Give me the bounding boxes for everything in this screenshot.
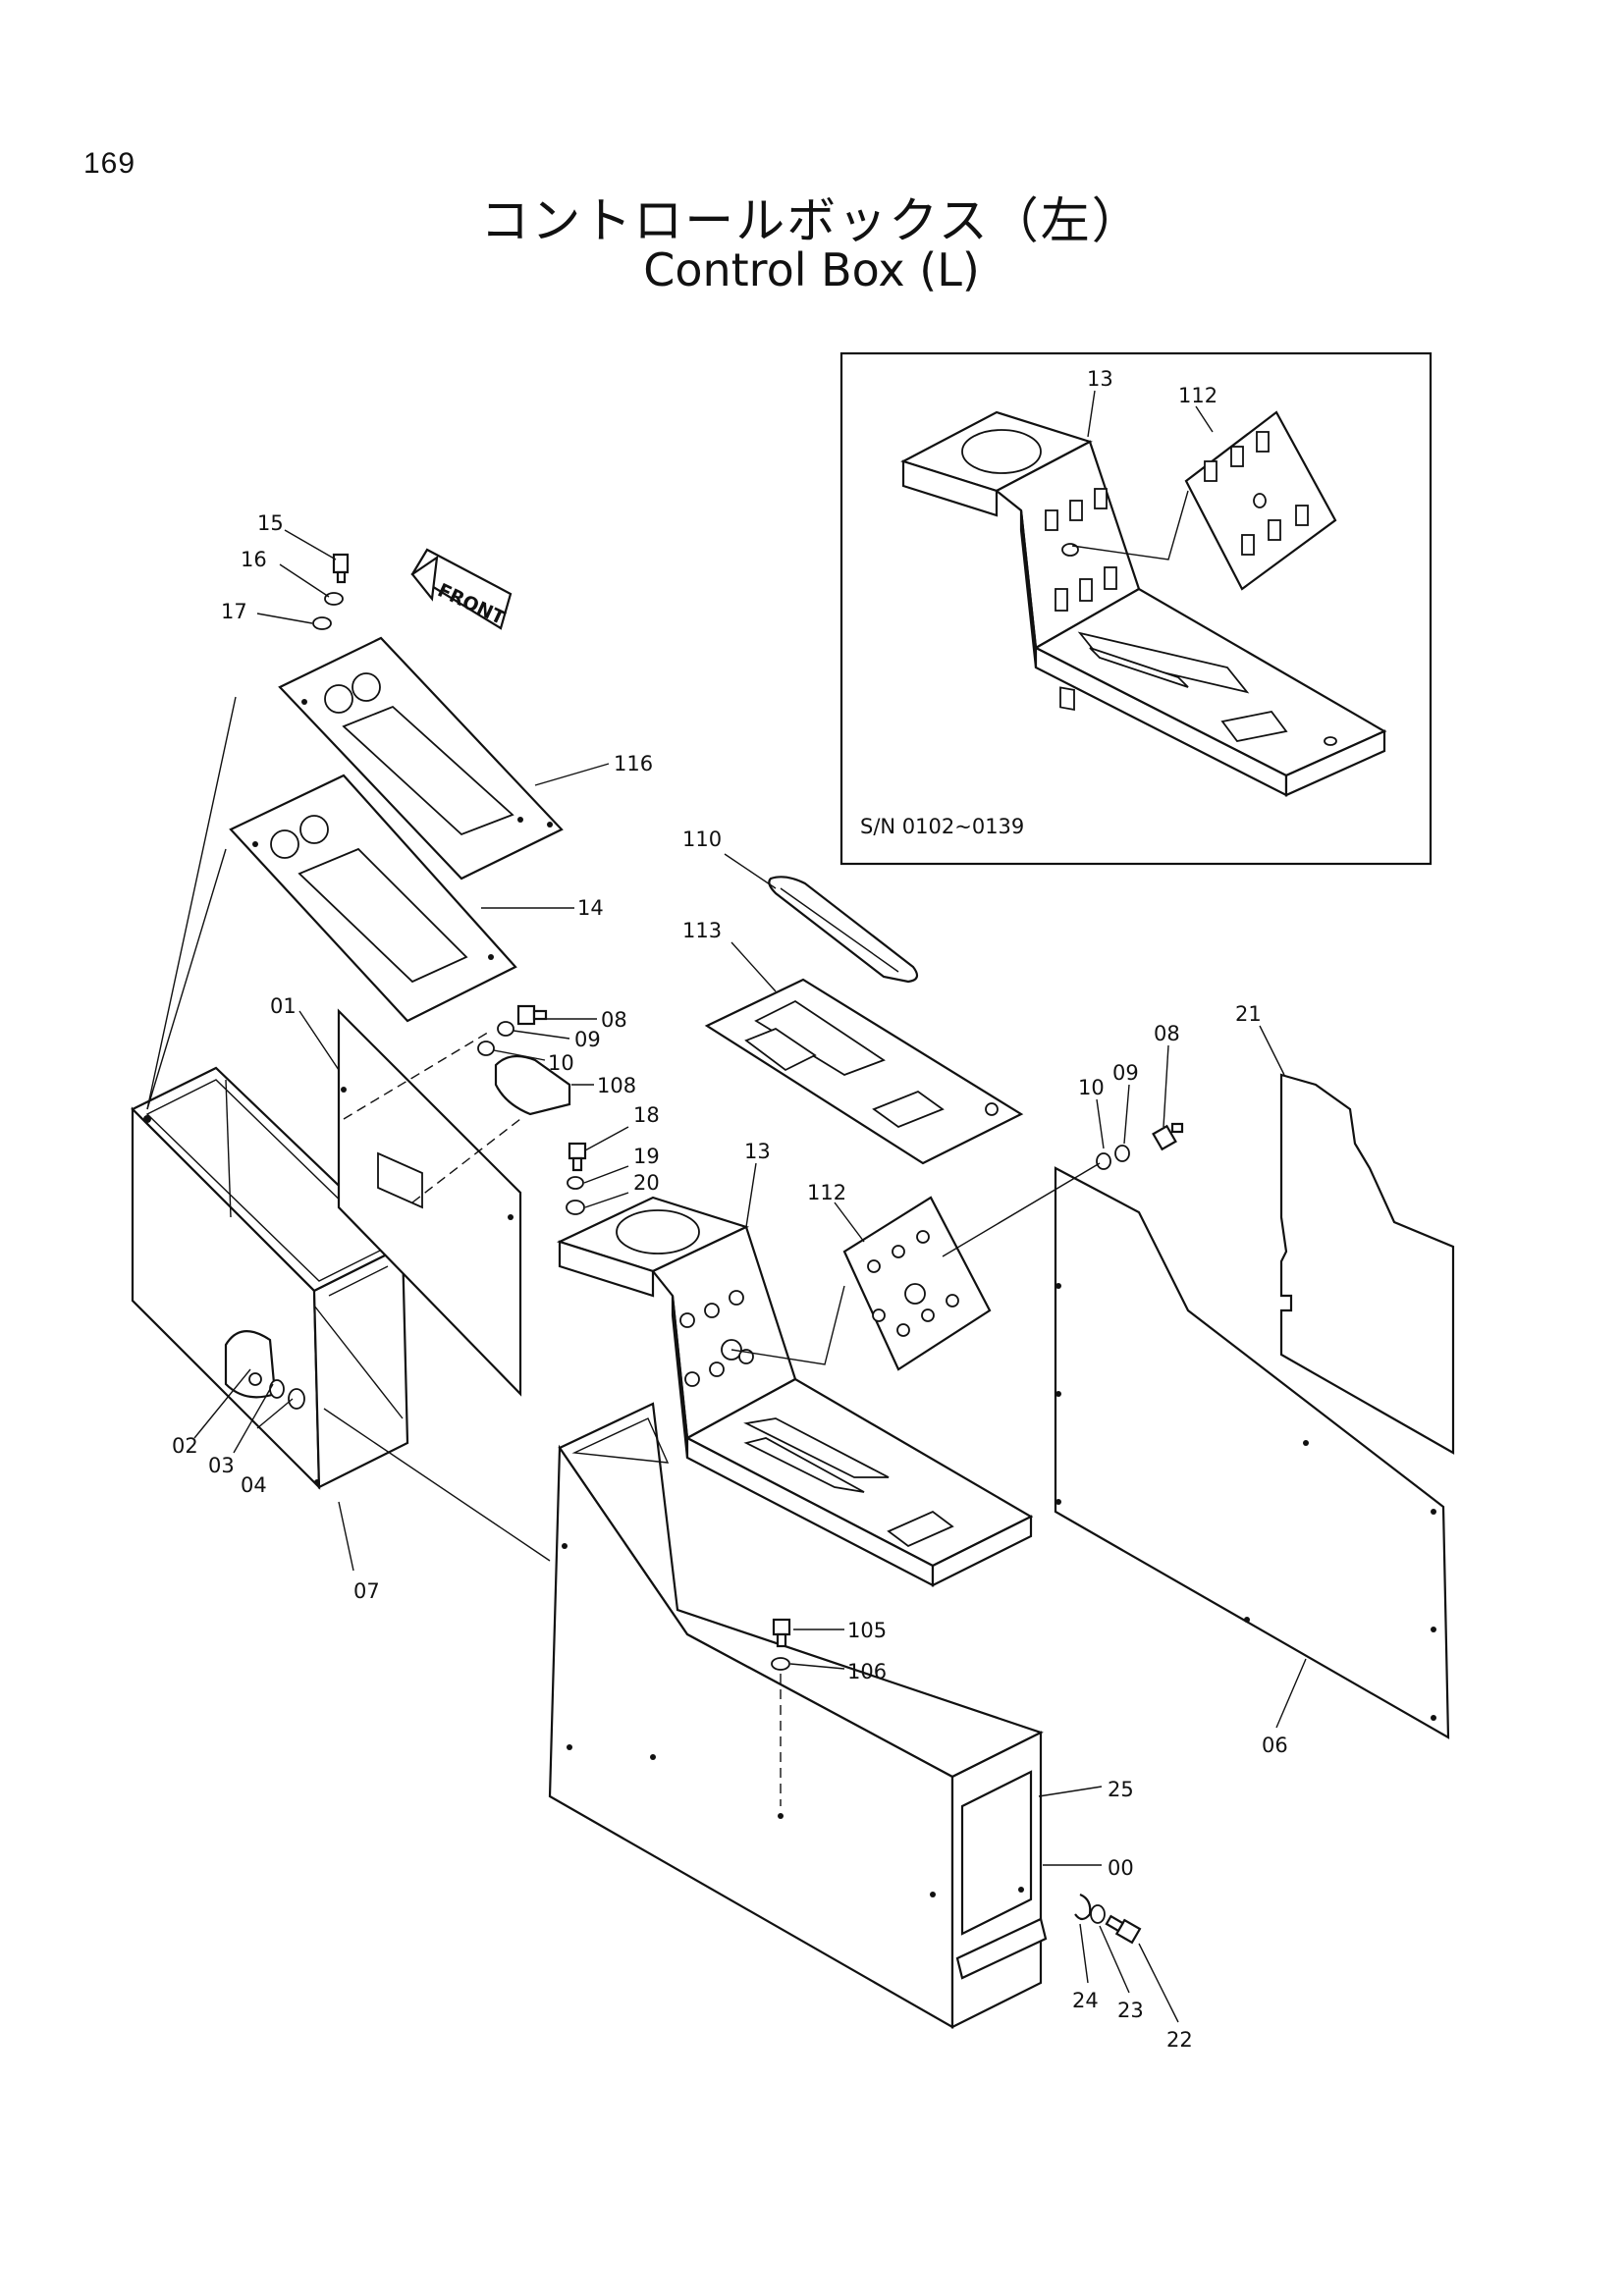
washer-17 bbox=[312, 616, 332, 630]
inset-bracket-13 bbox=[900, 410, 1387, 797]
plate-113 bbox=[704, 978, 1024, 1165]
callout-08-right: 08 bbox=[1154, 1022, 1180, 1045]
callout-105: 105 bbox=[847, 1619, 887, 1642]
callout-22: 22 bbox=[1166, 2028, 1193, 2052]
callout-110: 110 bbox=[682, 828, 722, 851]
leader-lines bbox=[146, 529, 1307, 2023]
panel-01 bbox=[337, 1008, 522, 1397]
front-arrow: FRONT bbox=[410, 548, 513, 630]
callout-10-upper: 10 bbox=[548, 1051, 574, 1075]
callout-106: 106 bbox=[847, 1660, 887, 1683]
title-japanese: コントロールボックス（左） bbox=[480, 192, 1143, 249]
washer-23 bbox=[1090, 1904, 1106, 1924]
callout-01: 01 bbox=[270, 994, 297, 1018]
callout-09-right: 09 bbox=[1112, 1061, 1139, 1085]
callout-16: 16 bbox=[241, 548, 267, 571]
plate-112 bbox=[842, 1196, 992, 1371]
callout-07: 07 bbox=[353, 1579, 380, 1603]
plate-116 bbox=[278, 636, 564, 881]
washer-10-upper bbox=[477, 1041, 495, 1056]
callout-15: 15 bbox=[257, 511, 284, 535]
callout-13: 13 bbox=[744, 1140, 771, 1163]
callout-25: 25 bbox=[1108, 1778, 1134, 1801]
screw-22 bbox=[1105, 1914, 1142, 1945]
panel-06 bbox=[1054, 1166, 1450, 1739]
callout-113: 113 bbox=[682, 919, 722, 942]
washer-10-right bbox=[1096, 1152, 1111, 1170]
screw-18 bbox=[568, 1142, 587, 1172]
callout-06: 06 bbox=[1262, 1734, 1288, 1757]
snap-ring-24 bbox=[1074, 1893, 1092, 1921]
screw-08-right bbox=[1152, 1122, 1184, 1151]
panel-21 bbox=[1279, 1073, 1455, 1455]
inset-callout-13: 13 bbox=[1087, 367, 1113, 391]
inset-callout-112: 112 bbox=[1178, 384, 1217, 407]
inset-panel: 13 112 S/N 0102~0139 bbox=[839, 351, 1433, 866]
callout-19: 19 bbox=[633, 1145, 660, 1168]
washer-09-upper bbox=[497, 1021, 514, 1037]
callout-10-right: 10 bbox=[1078, 1076, 1105, 1099]
callout-02: 02 bbox=[172, 1434, 198, 1458]
page-number: 169 bbox=[83, 147, 136, 180]
callout-14: 14 bbox=[577, 896, 604, 920]
callout-09-upper: 09 bbox=[574, 1028, 601, 1051]
callout-112: 112 bbox=[807, 1181, 846, 1204]
main-box-00 bbox=[548, 1402, 1048, 2029]
callout-108: 108 bbox=[597, 1074, 636, 1097]
screw-15 bbox=[332, 553, 350, 584]
washer-19 bbox=[567, 1176, 584, 1190]
title-english: Control Box (L) bbox=[643, 243, 980, 296]
washer-20 bbox=[566, 1200, 585, 1215]
callout-17: 17 bbox=[221, 600, 247, 623]
callout-08-upper: 08 bbox=[601, 1008, 627, 1032]
washer-09-right bbox=[1114, 1145, 1130, 1162]
callout-00: 00 bbox=[1108, 1856, 1134, 1880]
callout-116: 116 bbox=[614, 752, 653, 775]
side-plate-02 bbox=[224, 1330, 305, 1410]
washer-106 bbox=[771, 1657, 790, 1671]
callout-04: 04 bbox=[241, 1473, 267, 1497]
inset-serial-label: S/N 0102~0139 bbox=[860, 815, 1024, 838]
screw-105 bbox=[772, 1618, 791, 1648]
callout-20: 20 bbox=[633, 1171, 660, 1195]
callout-23: 23 bbox=[1117, 1999, 1144, 2022]
callout-03: 03 bbox=[208, 1454, 235, 1477]
washer-16 bbox=[324, 592, 344, 606]
callout-24: 24 bbox=[1072, 1989, 1099, 2012]
inset-plate-112 bbox=[1184, 410, 1337, 591]
plate-14 bbox=[229, 774, 517, 1023]
gasket-110 bbox=[768, 876, 919, 984]
callout-18: 18 bbox=[633, 1103, 660, 1127]
callout-21: 21 bbox=[1235, 1002, 1262, 1026]
screw-08-upper bbox=[516, 1004, 548, 1026]
part-108 bbox=[494, 1054, 571, 1116]
